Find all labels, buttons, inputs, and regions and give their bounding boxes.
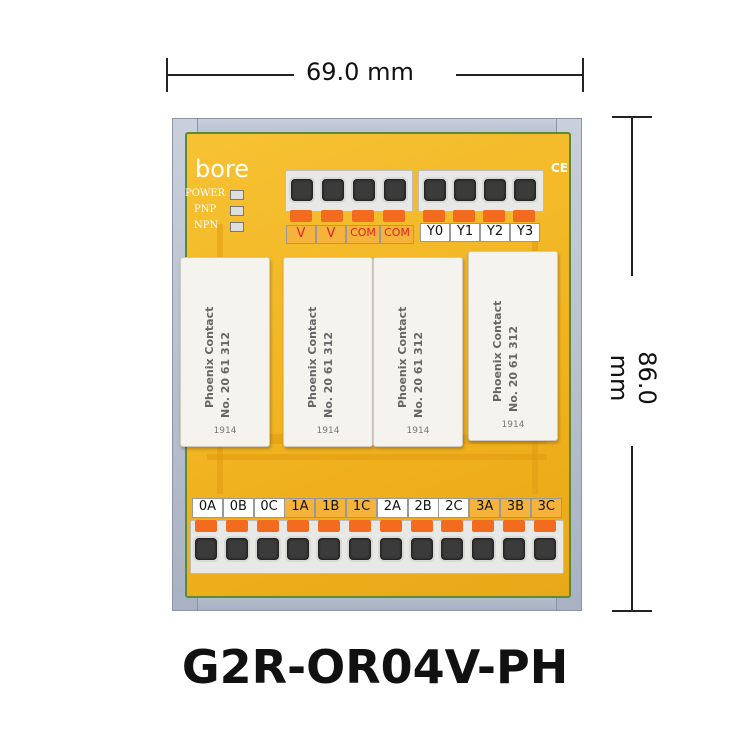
terminal-label-com: COM: [346, 225, 380, 244]
terminal-lever[interactable]: [423, 210, 445, 222]
terminal-hole[interactable]: [285, 536, 312, 562]
terminal-label-2a: 2A: [376, 498, 408, 518]
ce-mark: CE: [551, 161, 569, 175]
terminal-hole[interactable]: [347, 536, 373, 562]
relay-maker: Phoenix Contact: [491, 300, 504, 402]
terminal-label-v: V: [286, 225, 316, 244]
brand-logo: bore: [195, 155, 250, 183]
relay-date: 1914: [406, 426, 430, 436]
terminal-hole[interactable]: [377, 536, 404, 562]
relay: Phoenix Contact No. 20 61 312 1914: [180, 257, 270, 447]
relay-maker: Phoenix Contact: [203, 306, 216, 408]
terminal-hole[interactable]: [452, 177, 478, 203]
led-pnp: [230, 206, 244, 216]
terminal-lever[interactable]: [321, 210, 343, 222]
terminal-block-inputs: [418, 170, 544, 212]
relay-part: No. 20 61 312: [507, 325, 520, 412]
terminal-hole[interactable]: [254, 536, 281, 562]
relay-date: 1914: [213, 426, 237, 436]
terminal-hole[interactable]: [512, 177, 538, 203]
terminal-lever[interactable]: [441, 520, 464, 532]
relay-date: 1914: [316, 426, 340, 436]
terminal-lever[interactable]: [383, 210, 405, 222]
terminal-lever[interactable]: [453, 210, 475, 222]
terminal-label-y2: Y2: [480, 223, 510, 242]
height-dimension-label: 86.0 mm: [605, 351, 661, 405]
led-npn: [230, 222, 244, 232]
pcb-trace: [207, 454, 547, 460]
terminal-hole[interactable]: [470, 536, 497, 562]
terminal-lever[interactable]: [533, 520, 556, 532]
terminal-lever[interactable]: [483, 210, 505, 222]
terminal-label-1b: 1B: [315, 498, 347, 518]
relay-part: No. 20 61 312: [412, 331, 425, 418]
terminal-label-y0: Y0: [420, 223, 450, 242]
terminal-label-1a: 1A: [284, 498, 316, 518]
terminal-lever[interactable]: [472, 520, 495, 532]
terminal-label-2c: 2C: [438, 498, 470, 518]
relay: Phoenix Contact No. 20 61 312 1914: [283, 257, 373, 447]
terminal-label-3a: 3A: [469, 498, 501, 518]
relay-maker: Phoenix Contact: [306, 306, 319, 408]
height-dim-line-bottom: [631, 446, 633, 612]
terminal-hole[interactable]: [351, 177, 377, 203]
terminal-hole[interactable]: [316, 536, 343, 562]
relay-maker: Phoenix Contact: [396, 306, 409, 408]
height-dim-line-top: [631, 116, 633, 276]
relay-part: No. 20 61 312: [219, 331, 232, 418]
terminal-label-0c: 0C: [253, 498, 285, 518]
terminal-hole[interactable]: [422, 177, 448, 203]
terminal-hole[interactable]: [408, 536, 435, 562]
terminal-lever[interactable]: [195, 520, 217, 532]
terminal-label-y3: Y3: [510, 223, 540, 242]
relay-date: 1914: [501, 420, 525, 430]
terminal-hole[interactable]: [482, 177, 508, 203]
terminal-label-3c: 3C: [530, 498, 562, 518]
relay: Phoenix Contact No. 20 61 312 1914: [468, 251, 558, 441]
terminal-label-2b: 2B: [407, 498, 439, 518]
terminal-hole[interactable]: [531, 536, 558, 562]
led-power: [230, 190, 244, 200]
led-label-pnp: PNP: [194, 204, 217, 215]
terminal-lever[interactable]: [379, 520, 402, 532]
terminal-lever[interactable]: [225, 520, 248, 532]
terminal-hole[interactable]: [439, 536, 466, 562]
terminal-label-0a: 0A: [192, 498, 223, 518]
terminal-lever[interactable]: [287, 520, 310, 532]
terminal-lever[interactable]: [318, 520, 341, 532]
terminal-lever[interactable]: [256, 520, 279, 532]
terminal-label-v: V: [316, 225, 346, 244]
terminal-lever[interactable]: [410, 520, 433, 532]
terminal-hole[interactable]: [382, 177, 408, 203]
terminal-lever[interactable]: [290, 210, 312, 222]
terminal-label-com: COM: [380, 225, 414, 244]
led-label-power: POWER: [185, 188, 226, 199]
terminal-hole[interactable]: [223, 536, 250, 562]
terminal-hole[interactable]: [501, 536, 527, 562]
terminal-hole[interactable]: [289, 177, 315, 203]
relay: Phoenix Contact No. 20 61 312 1914: [373, 257, 463, 447]
terminal-block-power: [285, 170, 413, 212]
terminal-label-1c: 1C: [346, 498, 377, 518]
terminal-hole[interactable]: [320, 177, 346, 203]
terminal-lever[interactable]: [349, 520, 371, 532]
width-dim-line-right: [456, 74, 584, 76]
terminal-label-3b: 3B: [500, 498, 531, 518]
terminal-lever[interactable]: [503, 520, 525, 532]
terminal-lever[interactable]: [513, 210, 535, 222]
model-name: G2R-OR04V-PH: [181, 640, 569, 694]
terminal-lever[interactable]: [352, 210, 374, 222]
width-dim-line-left: [166, 74, 294, 76]
terminal-label-y1: Y1: [450, 223, 480, 242]
terminal-hole[interactable]: [193, 536, 219, 562]
terminal-label-0b: 0B: [222, 498, 254, 518]
led-label-npn: NPN: [194, 220, 219, 231]
relay-part: No. 20 61 312: [322, 331, 335, 418]
width-dimension-label: 69.0 mm: [306, 58, 414, 86]
